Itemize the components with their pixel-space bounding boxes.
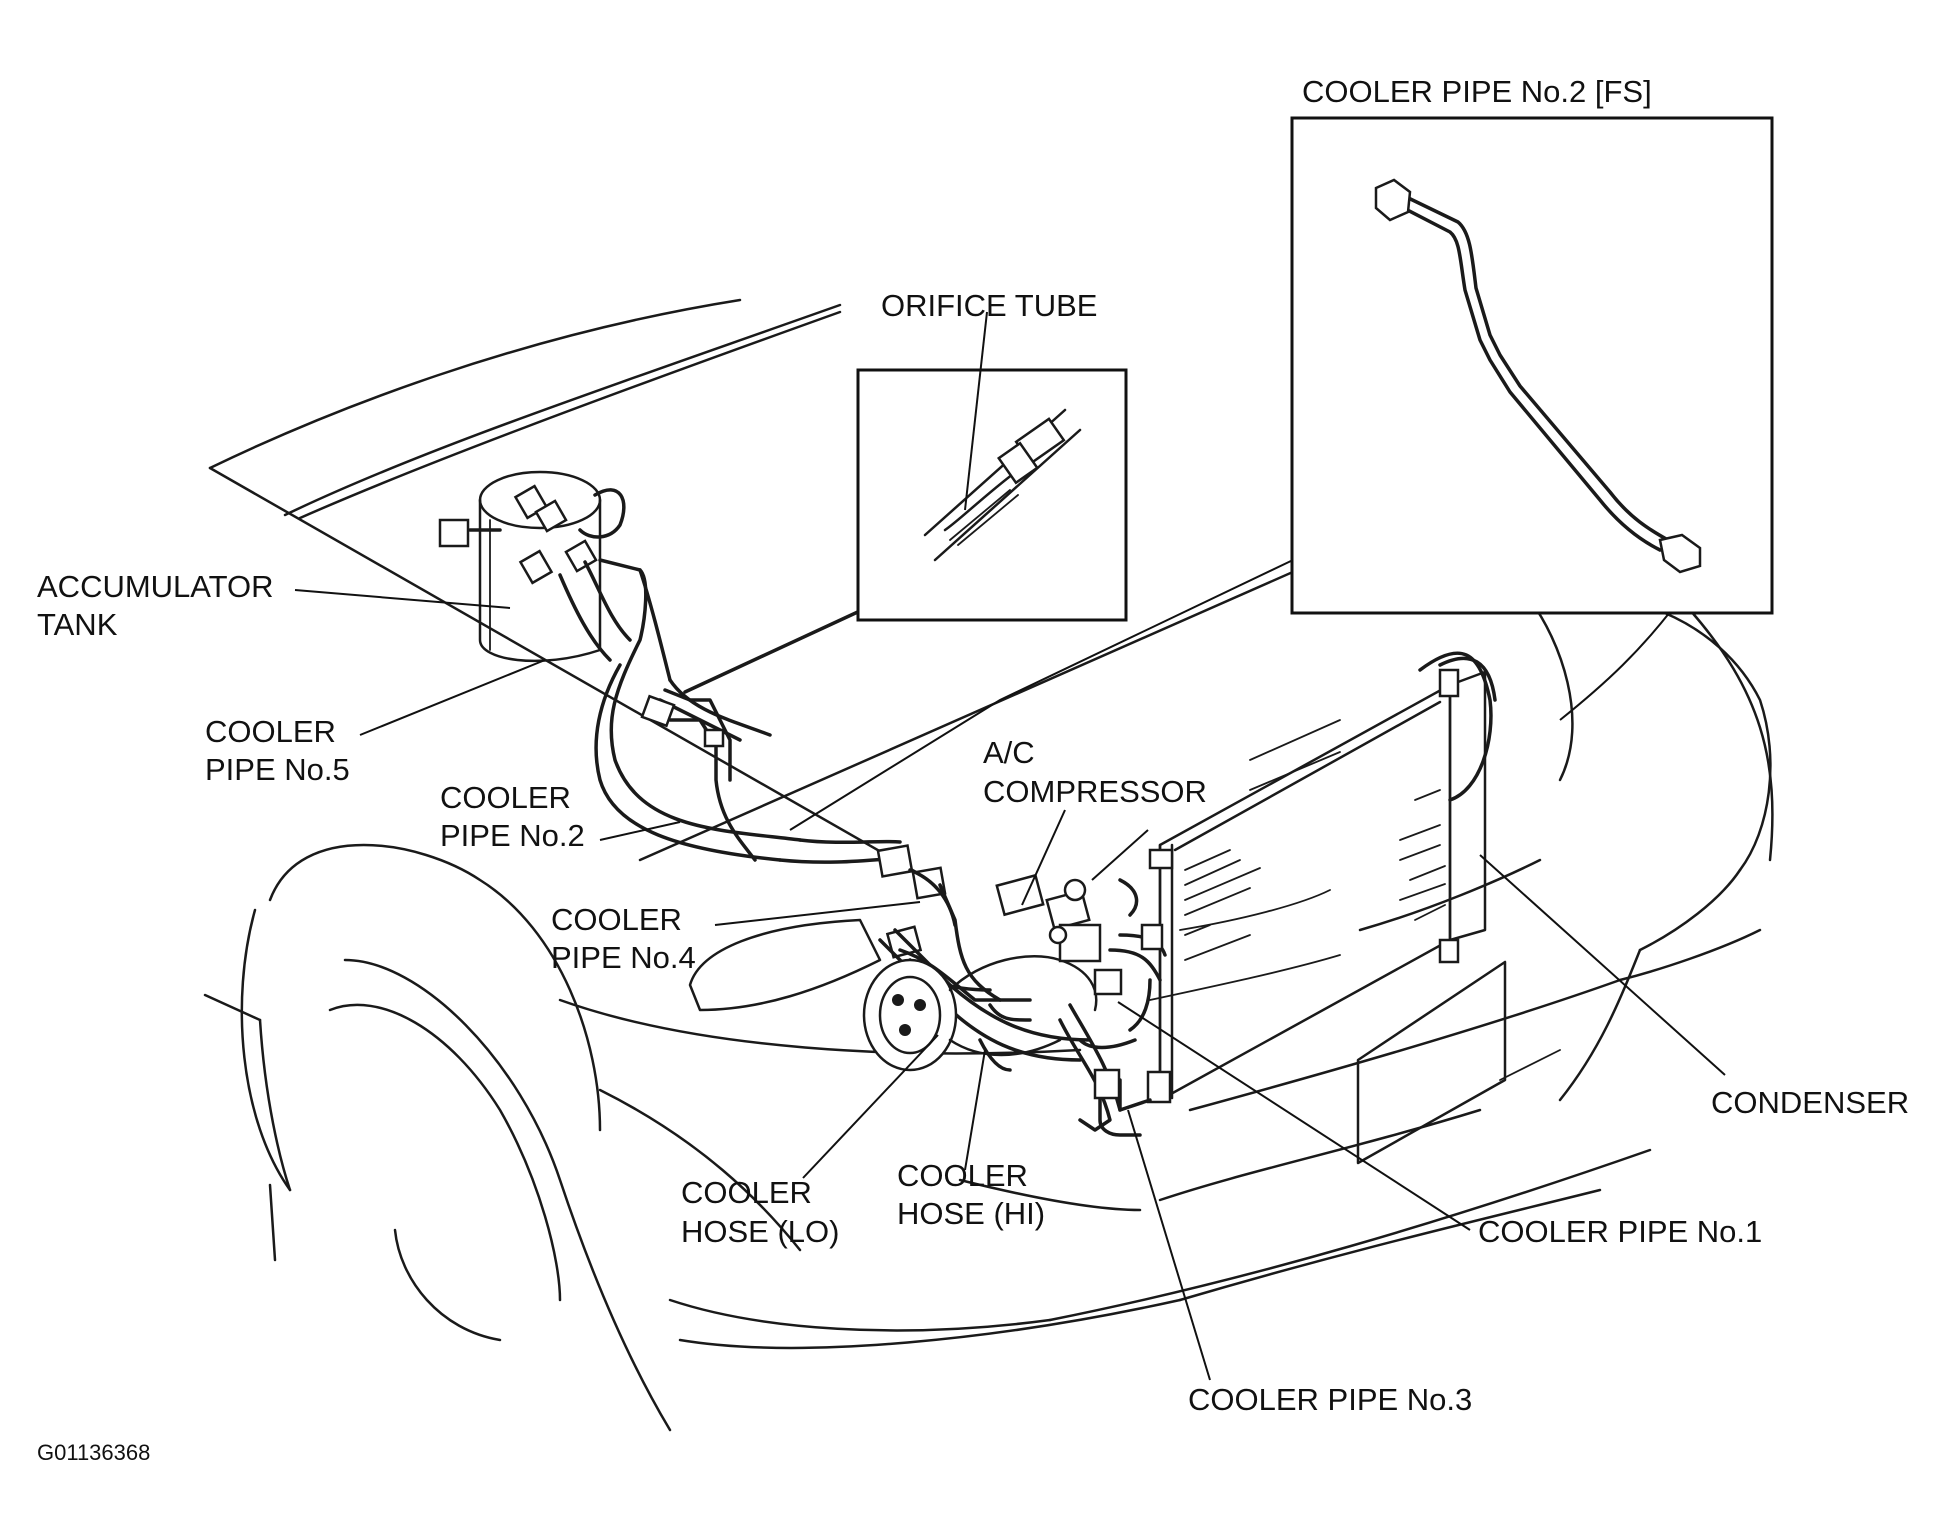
label-cooler-pipe-no4-line2: PIPE No.4 <box>551 940 696 975</box>
label-cooler-pipe-no2-fs: COOLER PIPE No.2 [FS] <box>1302 74 1652 109</box>
label-cooler-pipe-no3: COOLER PIPE No.3 <box>1188 1382 1472 1417</box>
label-condenser: CONDENSER <box>1711 1085 1909 1120</box>
label-orifice-tube: ORIFICE TUBE <box>881 288 1097 323</box>
label-cooler-hose-lo-line1: COOLER <box>681 1175 812 1210</box>
label-accumulator-tank-line2: TANK <box>37 607 118 642</box>
label-cooler-hose-lo-line2: HOSE (LO) <box>681 1214 839 1249</box>
compressor-illustration <box>862 873 1123 1072</box>
label-cooler-pipe-no4-line1: COOLER <box>551 902 682 937</box>
label-cooler-pipe-no5-line1: COOLER <box>205 714 336 749</box>
fs-inset-leader-2 <box>1559 611 1671 721</box>
orifice-tube-inset <box>856 368 1128 622</box>
label-cooler-hose-hi-line2: HOSE (HI) <box>897 1196 1045 1231</box>
cooler-pipe-fs-inset <box>1290 116 1774 615</box>
label-cooler-pipe-no2-line1: COOLER <box>440 780 571 815</box>
accumulator-fittings <box>438 484 626 585</box>
leader-lines <box>294 311 1726 1381</box>
label-cooler-pipe-no1: COOLER PIPE No.1 <box>1478 1214 1762 1249</box>
strut-line <box>683 608 864 694</box>
fs-inset-leader <box>789 559 1294 831</box>
label-cooler-pipe-no2-line2: PIPE No.2 <box>440 818 585 853</box>
label-accumulator-tank-line1: ACCUMULATOR <box>37 569 274 604</box>
accumulator-illustration <box>438 470 626 663</box>
label-ac-compressor-line1: A/C <box>983 735 1035 770</box>
figure-code: G01136368 <box>37 1440 150 1465</box>
label-cooler-pipe-no5-line2: PIPE No.5 <box>205 752 350 787</box>
cooler-pipes <box>558 558 1167 1137</box>
condenser-illustration <box>1146 651 1497 1104</box>
label-ac-compressor-line2: COMPRESSOR <box>983 774 1207 809</box>
label-cooler-hose-hi-line1: COOLER <box>897 1158 1028 1193</box>
